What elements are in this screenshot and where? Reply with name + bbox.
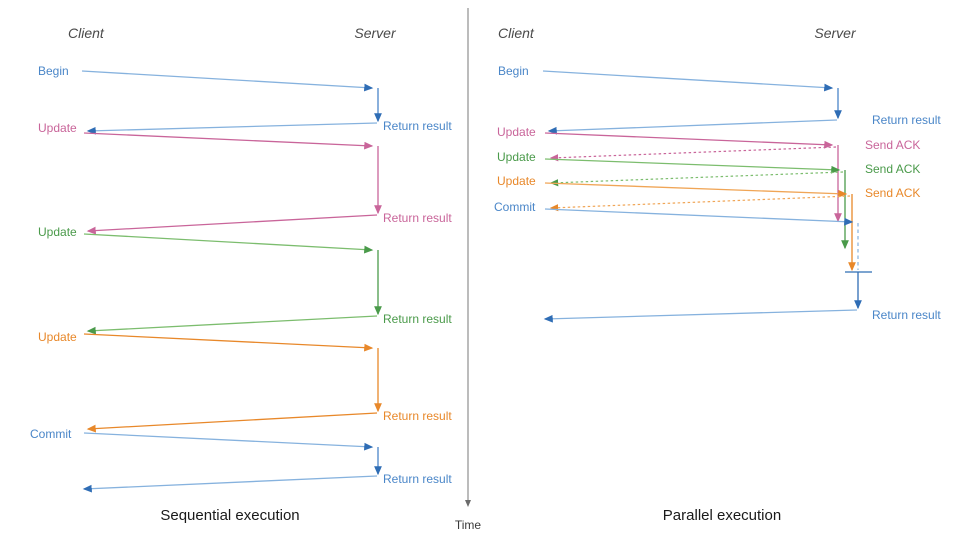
par-arrow-update-2-request — [544, 158, 841, 174]
par-msg-label-ack-1: Send ACK — [865, 138, 920, 152]
par-msg-label-commit: Commit — [494, 200, 536, 214]
par-arrow-update-3-request — [544, 182, 848, 198]
seq-arrow-return-5 — [82, 475, 378, 493]
seq-msg-label-begin: Begin — [38, 64, 69, 78]
parallel-client-header: Client — [498, 25, 535, 41]
par-msg-label-return-2: Return result — [872, 308, 941, 322]
time-axis-label: Time — [455, 518, 482, 532]
sequential-server-header: Server — [354, 25, 397, 41]
seq-arrow-update-2-request — [83, 233, 374, 254]
seq-arrow-update-1-request — [83, 132, 374, 150]
seq-msg-label-return-2: Return result — [383, 211, 452, 225]
par-msg-label-begin: Begin — [498, 64, 529, 78]
sequential-panel-title: Sequential execution — [160, 507, 299, 524]
seq-msg-label-update-2: Update — [38, 225, 77, 239]
par-msg-label-update-1: Update — [497, 125, 536, 139]
seq-arrow-begin-request — [81, 70, 374, 92]
panel-sequential: Client Server Begin Return result Update… — [30, 25, 452, 524]
seq-msg-label-update-3: Update — [38, 330, 77, 344]
seq-arrow-commit-request — [83, 432, 374, 451]
seq-msg-label-return-4: Return result — [383, 409, 452, 423]
seq-msg-label-commit: Commit — [30, 427, 72, 441]
seq-arrow-return-2 — [86, 214, 378, 235]
seq-msg-label-update-1: Update — [38, 121, 77, 135]
par-arrow-return-2 — [543, 309, 858, 323]
seq-msg-label-return-5: Return result — [383, 472, 452, 486]
par-msg-label-update-3: Update — [497, 174, 536, 188]
parallel-panel-title: Parallel execution — [663, 507, 781, 524]
parallel-server-header: Server — [814, 25, 857, 41]
seq-msg-label-return-1: Return result — [383, 119, 452, 133]
seq-arrow-return-3 — [86, 315, 378, 335]
par-arrow-update-1-request — [544, 132, 834, 149]
par-arrow-begin-request — [542, 70, 834, 92]
par-msg-label-ack-2: Send ACK — [865, 162, 920, 176]
par-arrow-ack-1 — [549, 146, 837, 162]
par-msg-label-ack-3: Send ACK — [865, 186, 920, 200]
par-msg-label-return-1: Return result — [872, 113, 941, 127]
seq-arrow-update-3-request — [83, 333, 374, 352]
seq-arrow-return-1 — [86, 122, 378, 135]
seq-arrow-return-4 — [86, 412, 378, 433]
sequential-client-header: Client — [68, 25, 105, 41]
par-arrow-commit-request — [544, 208, 854, 226]
par-arrow-return-1 — [547, 119, 838, 135]
time-axis: Time — [455, 8, 482, 532]
par-msg-label-update-2: Update — [497, 150, 536, 164]
panel-parallel: Client Server Begin Return result Update… — [494, 25, 941, 524]
seq-msg-label-return-3: Return result — [383, 312, 452, 326]
par-arrow-ack-2 — [549, 171, 844, 187]
par-arrow-ack-3 — [549, 195, 851, 212]
